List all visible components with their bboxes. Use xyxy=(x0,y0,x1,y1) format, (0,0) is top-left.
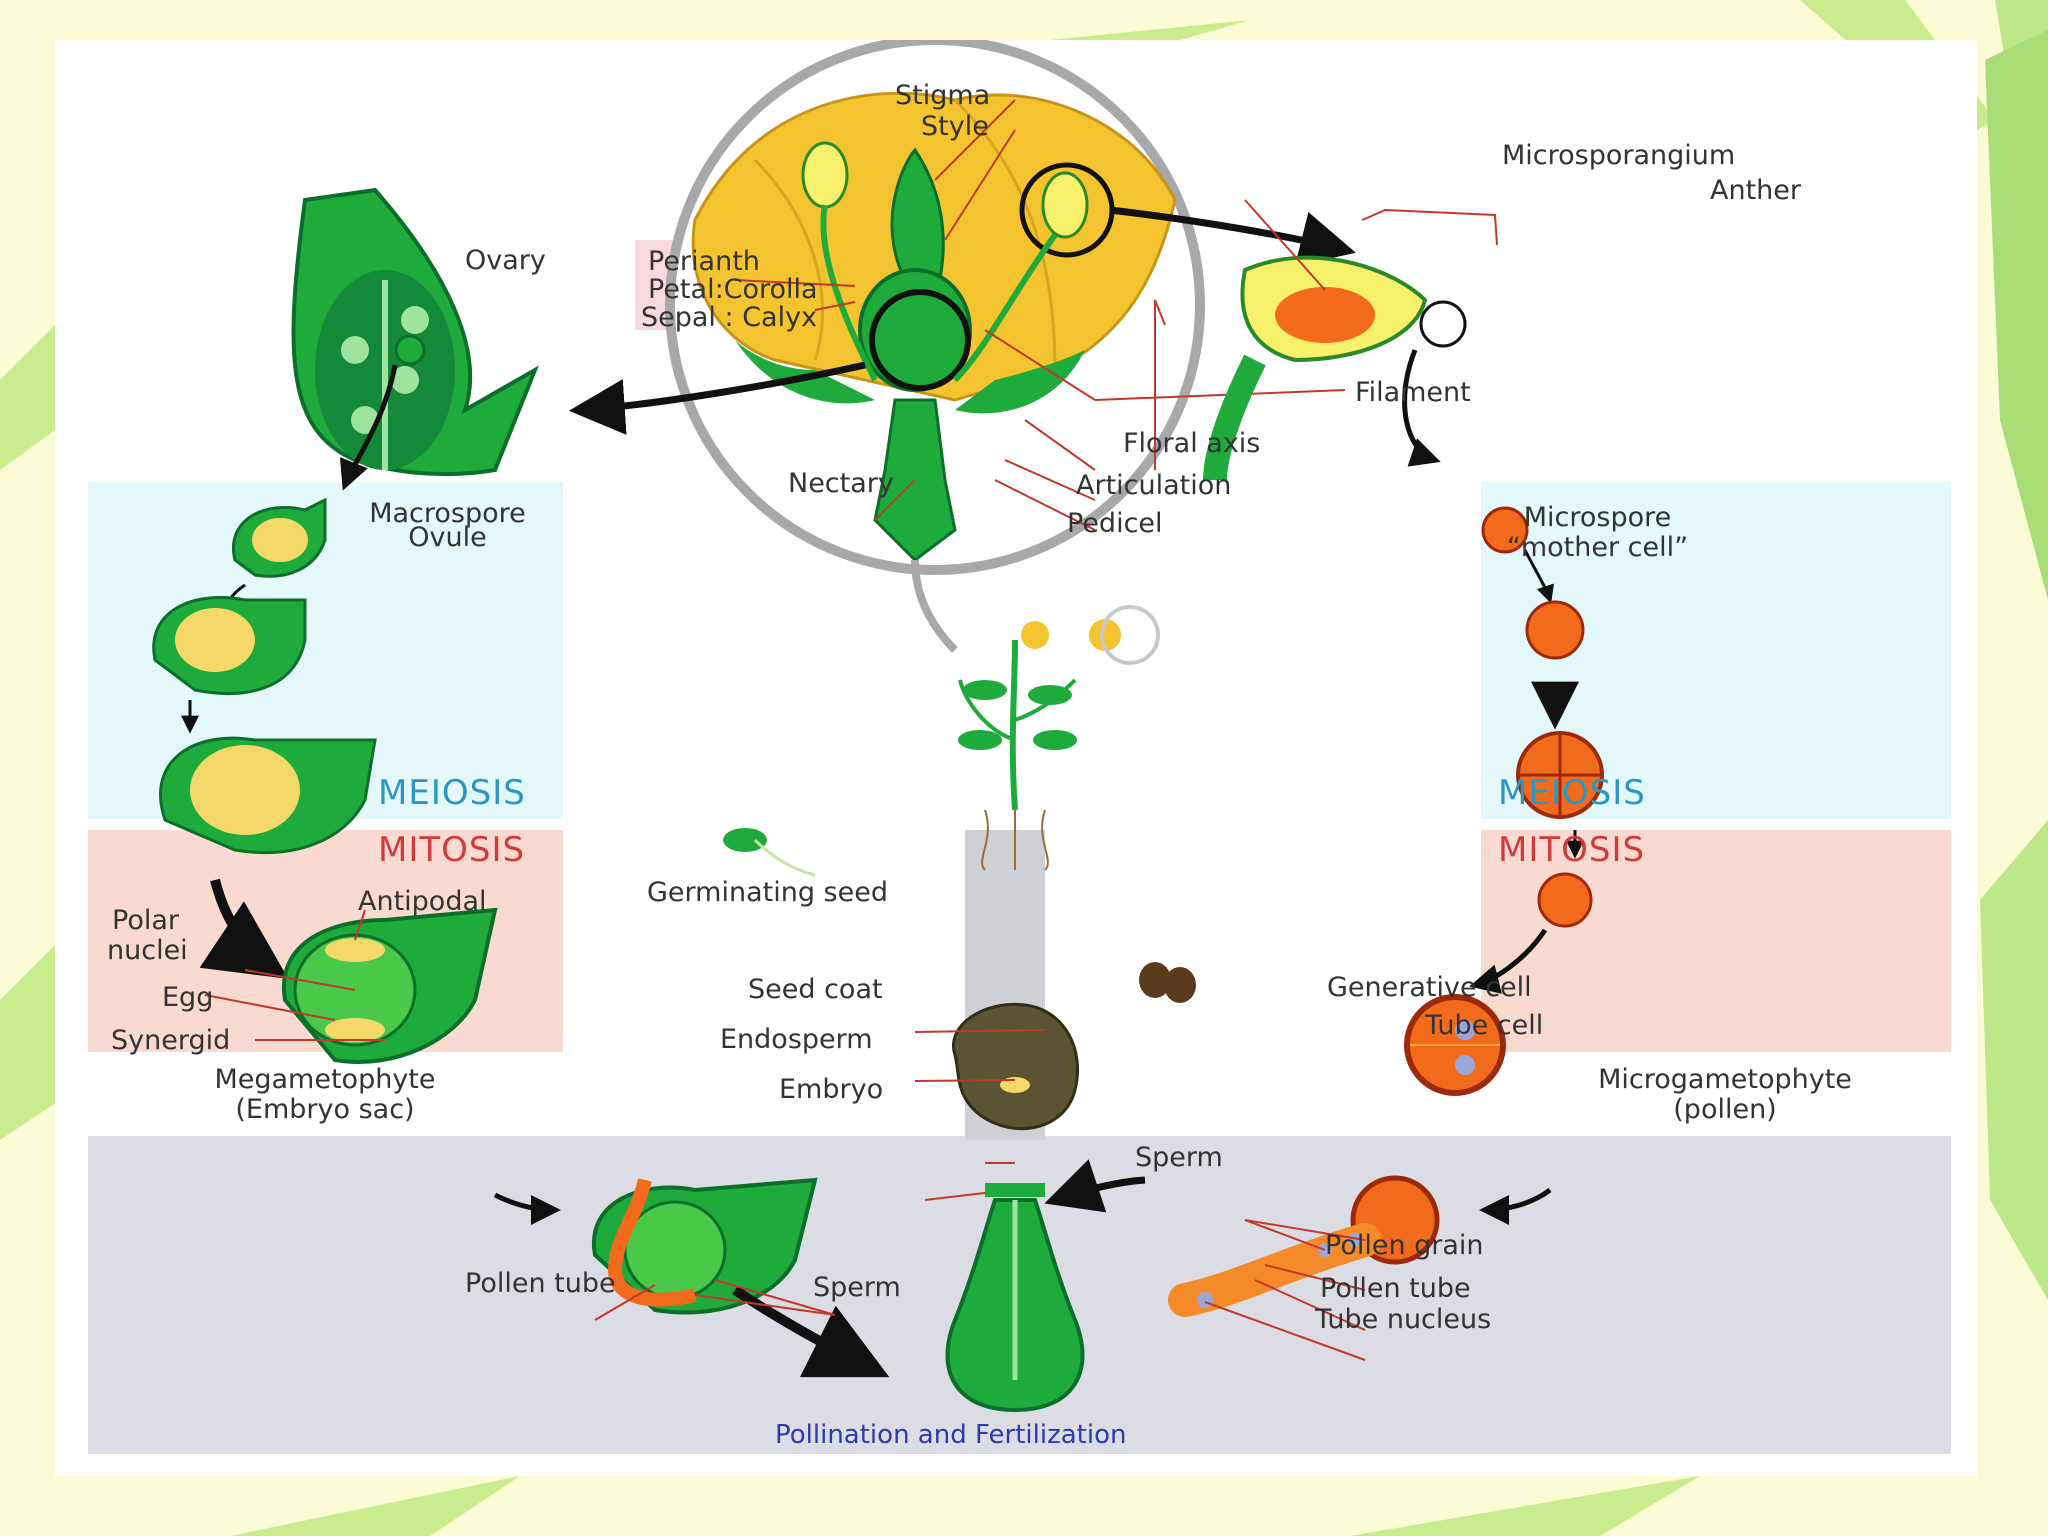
endosperm-label: Endosperm xyxy=(720,1024,873,1055)
egg-label: Egg xyxy=(162,982,213,1013)
articulation-label: Articulation xyxy=(1076,470,1231,501)
nectary-label: Nectary xyxy=(788,468,894,499)
petal-label: Petal:Corolla xyxy=(648,274,818,305)
perianth-label: Perianth xyxy=(648,246,760,277)
pollen-grain-label: Pollen grain xyxy=(1325,1230,1484,1261)
generative-cell-label: Generative cell xyxy=(1327,972,1532,1003)
floral-axis-label: Floral axis xyxy=(1123,428,1260,459)
mother-cell-label: “mother cell” xyxy=(1495,532,1700,563)
seeds-brown xyxy=(1139,962,1196,1003)
embryo-label: Embryo xyxy=(779,1074,883,1105)
pollen-tube-right-label: Pollen tube xyxy=(1320,1273,1471,1304)
microgametophyte-label: Microgametophyte xyxy=(1580,1064,1870,1095)
sepal-label: Sepal : Calyx xyxy=(641,302,817,333)
synergid-label: Synergid xyxy=(111,1025,230,1056)
diagram-card: Stigma Style Perianth Petal:Corolla Sepa… xyxy=(55,40,1977,1476)
ovule-label: Ovule xyxy=(360,522,535,553)
plant-illustration xyxy=(958,607,1158,870)
pollen-tube-left-label: Pollen tube xyxy=(465,1268,616,1299)
microsporangium-label: Microsporangium xyxy=(1502,140,1735,171)
stigma-label: Stigma xyxy=(895,80,990,111)
tube-cell-label: Tube cell xyxy=(1425,1010,1543,1041)
anther-label: Anther xyxy=(1710,175,1801,206)
germinating-seed-label: Germinating seed xyxy=(647,877,888,908)
tube-nucleus-label: Tube nucleus xyxy=(1315,1304,1491,1335)
embryo-sac-label: (Embryo sac) xyxy=(175,1094,475,1125)
pollen-label: (pollen) xyxy=(1580,1094,1870,1125)
female-mitosis-label: MITOSIS xyxy=(378,830,525,870)
sperm-left-label: Sperm xyxy=(813,1272,901,1303)
male-mitosis-label: MITOSIS xyxy=(1498,830,1645,870)
polar-label: Polar xyxy=(112,905,179,936)
sperm-top-label: Sperm xyxy=(1135,1142,1223,1173)
megagametophyte-label: Megametophyte xyxy=(175,1064,475,1095)
pedicel-label: Pedicel xyxy=(1067,508,1163,539)
female-meiosis-label: MEIOSIS xyxy=(378,773,526,813)
pollination-caption: Pollination and Fertilization xyxy=(775,1420,1126,1450)
filament-label: Filament xyxy=(1355,377,1471,408)
life-cycle-diagram xyxy=(55,40,1977,1476)
seed-coat-label: Seed coat xyxy=(748,974,883,1005)
microspore-label: Microspore xyxy=(1495,502,1700,533)
male-meiosis-label: MEIOSIS xyxy=(1498,773,1646,813)
nuclei-label: nuclei xyxy=(107,935,188,966)
antipodal-label: Antipodal xyxy=(358,886,487,917)
germinating-seed-illustration xyxy=(723,828,815,875)
ovary-label: Ovary xyxy=(465,245,546,276)
filament-shape xyxy=(1215,360,1255,480)
style-label: Style xyxy=(921,111,989,142)
